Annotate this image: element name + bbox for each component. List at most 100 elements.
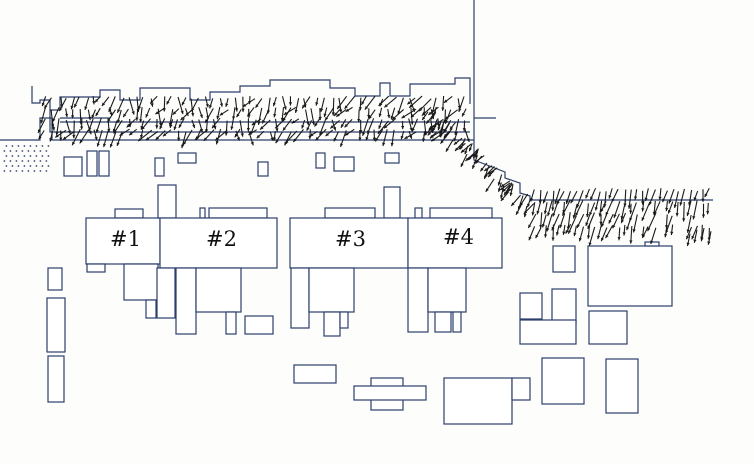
dot [5, 145, 8, 147]
vector-arrowhead [345, 108, 350, 112]
vector-arrowhead [320, 108, 324, 112]
vector-arrowhead [309, 133, 314, 137]
vector-arrowhead [377, 130, 382, 134]
vector-arrowhead [693, 197, 697, 201]
vector-arrowhead [199, 114, 203, 119]
vector-arrowhead [597, 235, 601, 240]
vector-arrowhead [423, 132, 427, 136]
vector-arrowhead [488, 170, 492, 175]
vector-arrowhead [428, 111, 432, 115]
vector-arrowhead [547, 212, 551, 217]
vector-arrowhead [225, 103, 229, 107]
vector-arrowhead [365, 136, 369, 141]
dot [17, 155, 20, 157]
dot [41, 165, 44, 167]
vector-arrow [588, 226, 596, 247]
vector-arrowhead [95, 129, 99, 133]
vector-arrowhead [626, 226, 630, 231]
vector-arrowhead [585, 194, 589, 199]
vector-arrow [567, 215, 577, 234]
vector-arrowhead [372, 137, 376, 141]
vector-arrowhead [378, 125, 382, 129]
vector-arrowhead [620, 215, 624, 220]
vector-arrowhead [262, 119, 266, 124]
vector-arrowhead [500, 186, 504, 191]
dot [39, 160, 42, 162]
vector-arrowhead [224, 132, 228, 136]
vector-arrowhead [418, 107, 423, 112]
dot [47, 155, 50, 157]
vector-arrowhead [504, 191, 508, 196]
vector-arrowhead [378, 113, 382, 117]
vector-arrowhead [422, 116, 426, 121]
vector-arrowhead [126, 124, 131, 128]
vector-arrowhead [440, 140, 444, 144]
vector-arrowhead [364, 106, 369, 110]
small-structures-top [63, 150, 400, 177]
lower-structures [293, 364, 531, 425]
vector-arrowhead [384, 104, 388, 108]
vector-arrowhead [191, 112, 195, 117]
dot [11, 165, 14, 167]
vector-arrowhead [444, 128, 448, 133]
vector-arrowhead [500, 195, 504, 199]
vector-arrowhead [234, 133, 238, 138]
dot [21, 160, 24, 162]
vector-arrowhead [181, 144, 185, 149]
vector-arrowhead [248, 131, 253, 135]
dot [39, 150, 42, 152]
vector-arrowhead [585, 222, 589, 226]
vector-arrowhead [629, 217, 633, 222]
vector-arrowhead [95, 112, 99, 117]
vector-arrowhead [155, 111, 159, 115]
vector-arrowhead [693, 239, 697, 243]
vector-arrowhead [339, 109, 343, 113]
vector-arrowhead [390, 115, 394, 120]
vector-arrowhead [516, 211, 519, 215]
vector-arrowhead [449, 126, 454, 130]
vector-arrowhead [107, 128, 111, 133]
vector-arrowhead [431, 138, 435, 142]
dot [15, 150, 18, 152]
vector-arrowhead [556, 201, 560, 205]
vector-arrowhead [565, 230, 569, 234]
vector-arrowhead [632, 229, 636, 233]
vector-arrowhead [472, 165, 476, 169]
vector-arrowhead [462, 112, 465, 117]
vector-arrowhead [701, 198, 705, 202]
vector-arrowhead [344, 105, 348, 109]
dot [5, 165, 8, 167]
vector-arrowhead [629, 210, 633, 214]
vector-arrowhead [247, 112, 251, 117]
vector-arrowhead [437, 126, 441, 131]
vector-arrowhead [700, 237, 704, 242]
vector-arrowhead [445, 120, 448, 124]
vector-arrow [628, 189, 632, 209]
vector-arrowhead [704, 193, 708, 198]
vector-arrowhead [487, 173, 492, 178]
vector-arrowhead [88, 116, 92, 121]
vector-arrowhead [551, 207, 555, 211]
vector-arrowhead [407, 101, 411, 105]
vector-arrowhead [37, 129, 41, 133]
vector-arrowhead [285, 140, 289, 144]
vector-arrowhead [426, 120, 430, 124]
vector-arrowhead [565, 200, 569, 204]
vector-arrowhead [541, 223, 545, 228]
dot [35, 155, 38, 157]
vector-arrowhead [679, 202, 683, 206]
vector-arrowhead [539, 224, 543, 229]
vector-arrowhead [331, 112, 335, 116]
vector-arrowhead [422, 138, 426, 142]
vector-arrowhead [436, 123, 441, 127]
vector-arrowhead [443, 135, 448, 139]
vector-arrowhead [256, 134, 261, 139]
vector-arrowhead [257, 121, 261, 125]
vector-arrowhead [119, 132, 124, 136]
vector-arrowhead [59, 137, 63, 141]
vector-arrowhead [101, 102, 106, 107]
vector-arrowhead [181, 101, 185, 106]
vector-arrowhead [554, 200, 558, 205]
